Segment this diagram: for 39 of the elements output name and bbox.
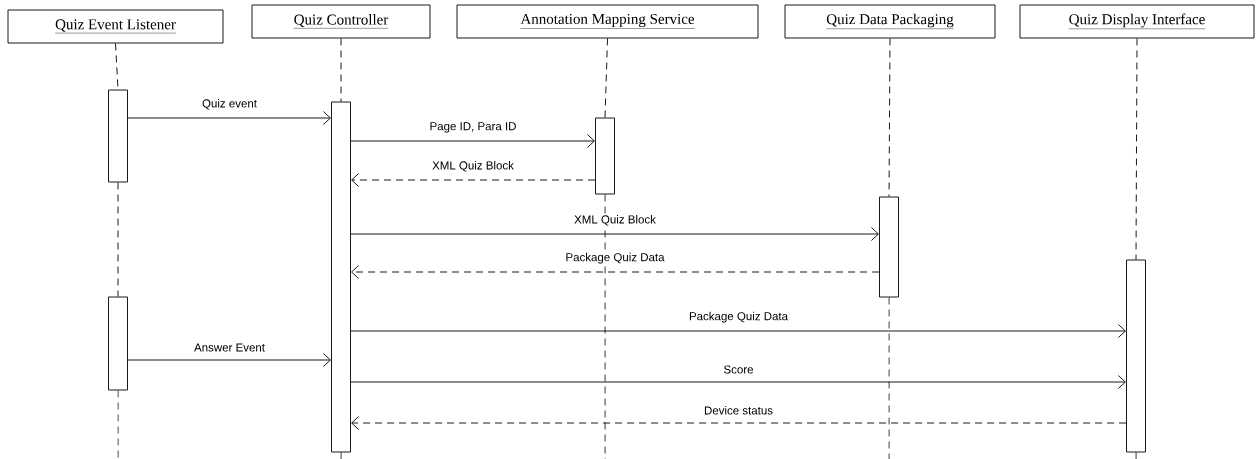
participant-box: Quiz Display Interface <box>1019 4 1255 39</box>
activation-bar <box>108 296 128 391</box>
message-label: XML Quiz Block <box>573 214 657 227</box>
lifeline <box>1135 452 1137 459</box>
lifeline <box>340 38 342 102</box>
message-arrow <box>351 265 880 279</box>
message-label: XML Quiz Block <box>431 160 515 173</box>
message-arrow <box>350 375 1126 389</box>
activation-bar <box>879 196 899 298</box>
message-arrow <box>350 134 595 148</box>
participant-box: Quiz Controller <box>251 4 431 39</box>
lifeline <box>340 452 342 459</box>
participant-box: Quiz Data Packaging <box>784 4 996 39</box>
message-label: Package Quiz Data <box>687 310 790 324</box>
activation-bar <box>331 101 351 453</box>
message-label: Score <box>722 364 755 375</box>
lifeline <box>604 38 608 118</box>
message-label: Page ID, Para ID <box>428 121 518 134</box>
message-label: Quiz event <box>201 98 258 111</box>
lifeline <box>888 297 890 459</box>
message-label: Device status <box>703 405 774 416</box>
message-arrow <box>127 111 331 125</box>
lifeline <box>117 390 119 459</box>
message-label: Package Quiz Data <box>564 251 666 265</box>
message-arrow <box>350 324 1126 338</box>
participant-box: Annotation Mapping Service <box>456 4 759 39</box>
activation-bar <box>595 117 615 195</box>
lifeline <box>117 182 119 297</box>
lifeline <box>604 194 606 459</box>
lifeline <box>1135 38 1138 260</box>
activation-bar <box>108 89 128 183</box>
message-label: Answer Event <box>193 342 266 353</box>
lifeline <box>888 38 891 197</box>
activation-bar <box>1126 259 1146 453</box>
message-arrow <box>351 416 1127 430</box>
participant-box: Quiz Event Listener <box>7 9 224 44</box>
message-arrow <box>127 353 331 367</box>
message-arrow <box>350 227 879 241</box>
message-arrow <box>351 173 596 187</box>
